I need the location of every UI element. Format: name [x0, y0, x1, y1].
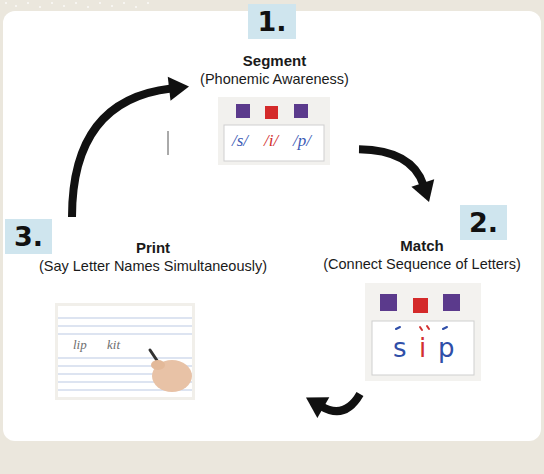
dot [87, 6, 89, 8]
purple-cube [294, 104, 308, 118]
cycle-arrow [359, 149, 423, 185]
lined-paper [58, 306, 192, 397]
step-number: 3. [14, 220, 43, 253]
sound-marks [396, 326, 447, 330]
step-title: Match [400, 237, 443, 255]
photo-ground [55, 303, 195, 400]
purple-cube [380, 294, 397, 311]
dot [75, 2, 77, 4]
step-title: Print [136, 239, 170, 257]
dot [123, 2, 125, 4]
white-panel [3, 11, 541, 441]
dot [63, 5, 65, 7]
finger [151, 360, 165, 370]
photo-text: /s/ [232, 132, 248, 151]
mark [443, 327, 447, 329]
dot [99, 2, 101, 4]
photo-ground [218, 97, 330, 165]
dot [147, 2, 149, 4]
cycle-arrow [72, 89, 171, 217]
dot [111, 5, 113, 7]
photo-text: i [419, 334, 426, 363]
step-number: 2. [469, 206, 498, 239]
mark [420, 327, 422, 330]
step-subtitle: (Say Letter Names Simultaneously) [39, 257, 267, 275]
dot-pattern [5, 2, 149, 8]
mark [396, 327, 400, 329]
photo-text: p [438, 334, 455, 363]
step-number: 1. [257, 5, 286, 38]
photo-text: kit [106, 338, 121, 352]
dot [51, 2, 53, 4]
mark [427, 326, 429, 329]
step-group: Match(Connect Sequence of Letters) 2. [305, 205, 539, 392]
cursor-mark [168, 131, 169, 155]
step-number-badge: 1. [248, 4, 295, 39]
dot [39, 6, 41, 8]
cycle-arrowhead [306, 397, 329, 418]
photo-text: /i/ [264, 132, 278, 151]
sound-card [224, 125, 324, 161]
hand [152, 360, 192, 392]
rule [58, 326, 192, 327]
dot [5, 2, 7, 4]
red-cube [265, 106, 278, 119]
photo-text: /p/ [293, 132, 311, 151]
cycle-arrow [322, 394, 360, 411]
photo-text: lip [72, 338, 88, 352]
photo-text: s [393, 334, 407, 363]
step-subtitle: (Connect Sequence of Letters) [323, 255, 520, 273]
dot [135, 6, 137, 8]
step-group: Print(Say Letter Names Simultaneously) 3. [3, 219, 303, 405]
step-number-badge: 3. [5, 219, 52, 254]
rule [58, 318, 192, 319]
step-number-badge: 2. [460, 205, 507, 240]
rule [58, 334, 192, 335]
red-cube [413, 298, 428, 313]
rule [58, 358, 192, 359]
purple-cube [236, 104, 250, 118]
photo-ground [365, 283, 481, 381]
step-title: Segment [243, 52, 306, 70]
cycle-arrowhead [168, 77, 189, 101]
letter-card [372, 321, 474, 375]
dot [27, 2, 29, 4]
cycle-arrowhead [411, 179, 434, 202]
step-subtitle: (Phonemic Awareness) [200, 70, 349, 88]
purple-cube [443, 294, 460, 311]
dot [15, 5, 17, 7]
